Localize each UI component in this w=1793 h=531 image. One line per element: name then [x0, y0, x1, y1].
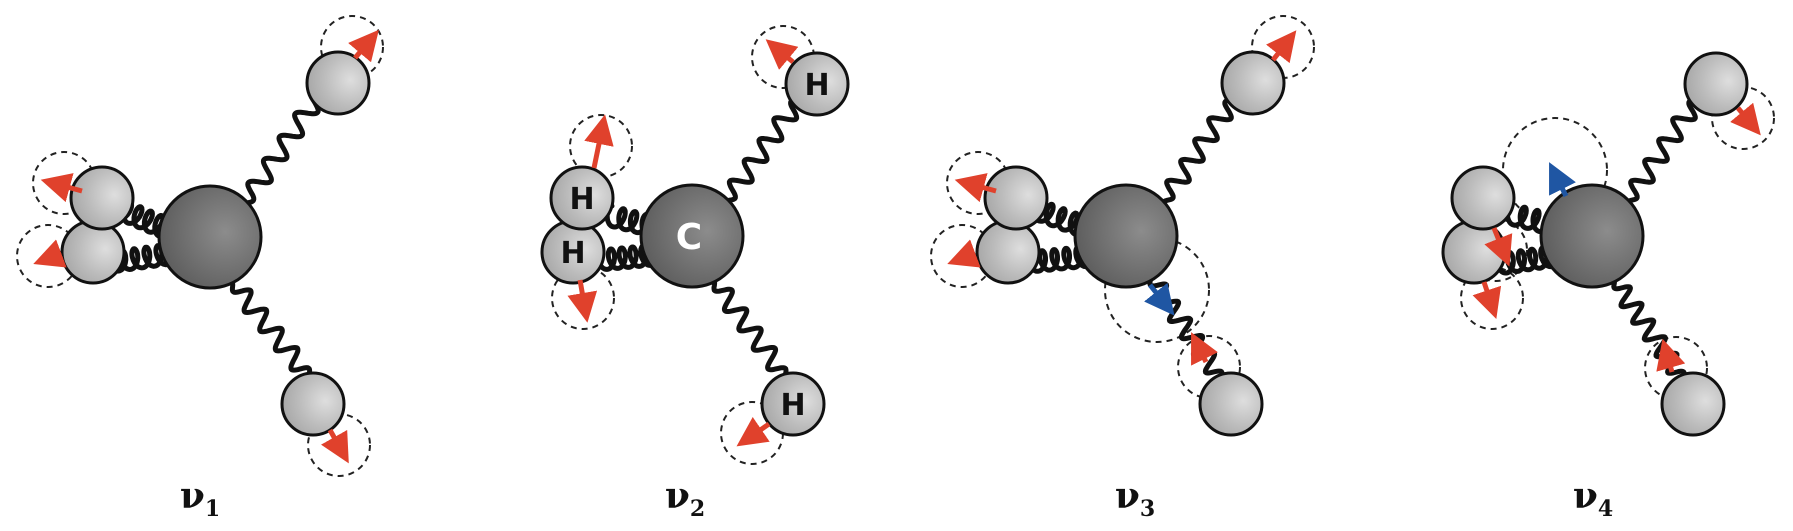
carbon-atom: [1539, 183, 1645, 289]
hydrogen-atom: [983, 165, 1049, 231]
atom-label-hydrogen: H: [569, 182, 594, 217]
red-arrow: [567, 279, 598, 323]
hydrogen-atom: [280, 371, 346, 437]
hydrogen-atom: [305, 50, 371, 116]
atom-label-hydrogen: H: [780, 388, 805, 423]
mode-symbol: ν: [1115, 475, 1140, 517]
blue-arrow: [1549, 162, 1576, 198]
red-arrow: [1730, 102, 1761, 136]
bond-spring: [241, 87, 325, 208]
mode-labels: ν1 ν2 ν3 ν4: [180, 475, 1613, 522]
mode-1-molecule: [16, 15, 384, 477]
bond-spring: [711, 278, 789, 381]
carbon-atom: [157, 184, 263, 290]
mode-label-4: ν4: [1573, 475, 1613, 522]
mode-4-molecule: [1441, 51, 1775, 437]
carbon-atom: [639, 183, 745, 289]
red-arrow: [947, 239, 981, 268]
carbon-atom: [1073, 183, 1179, 289]
red-arrow: [33, 239, 67, 268]
hydrogen-atom: [784, 51, 850, 117]
bonds: [105, 87, 325, 381]
bond-coil: [1025, 243, 1096, 274]
hydrogen-atom: [1660, 371, 1726, 437]
hydrogen-atom: [760, 371, 826, 437]
bond-coil: [595, 242, 661, 272]
hydrogen-atom: [975, 219, 1041, 285]
bond-spring: [1625, 95, 1701, 205]
mode-subscript: 1: [205, 496, 220, 522]
red-arrow: [954, 173, 997, 203]
mode-subscript: 3: [1140, 496, 1155, 522]
mode-label-1: ν1: [180, 475, 220, 522]
bond-spring: [723, 95, 803, 205]
mode-symbol: ν: [665, 475, 690, 517]
mode-2-molecule: C H H H H: [540, 25, 850, 465]
red-arrow: [765, 39, 799, 70]
bond-coil: [1493, 243, 1561, 276]
mode-label-2: ν2: [665, 475, 705, 522]
displacement-arrows: [33, 29, 379, 464]
red-arrow: [348, 29, 379, 63]
mode-symbol: ν: [1573, 475, 1598, 517]
hydrogen-atom: [69, 165, 135, 231]
red-arrow: [1191, 332, 1218, 366]
atom-label-carbon: C: [676, 217, 702, 258]
red-arrow: [1656, 338, 1686, 373]
displacement-arrows: [947, 30, 1297, 366]
bond-spring: [1147, 274, 1225, 383]
atom-label-hydrogen: H: [560, 236, 585, 271]
displacement-arrows: [1472, 102, 1761, 373]
displacement-arrows: [567, 39, 799, 447]
red-arrow: [584, 114, 614, 169]
red-arrow: [1472, 281, 1502, 319]
hydrogen-atom: [1198, 371, 1264, 437]
blue-arrow: [1144, 282, 1175, 316]
red-arrow: [1484, 227, 1513, 267]
bond-spring: [229, 279, 313, 381]
hydrogen-atom: [60, 219, 126, 285]
bond-spring: [1611, 277, 1687, 383]
red-arrow: [736, 416, 771, 447]
atom-label-hydrogen: H: [804, 68, 829, 103]
red-arrow: [40, 173, 83, 203]
mode-subscript: 2: [690, 496, 705, 522]
red-arrow: [1266, 30, 1297, 64]
mode-label-3: ν3: [1115, 475, 1155, 522]
bond-coil: [105, 241, 177, 274]
mode-3-molecule: [930, 15, 1315, 437]
hydrogen-atom: [1220, 50, 1286, 116]
bond-spring: [1161, 95, 1237, 205]
mode-symbol: ν: [180, 475, 205, 517]
hydrogen-atom: [1450, 165, 1516, 231]
red-arrow: [321, 428, 349, 464]
hydrogen-atom: [549, 165, 615, 231]
hydrogen-atom: [1683, 51, 1749, 117]
mode-subscript: 4: [1598, 496, 1613, 522]
